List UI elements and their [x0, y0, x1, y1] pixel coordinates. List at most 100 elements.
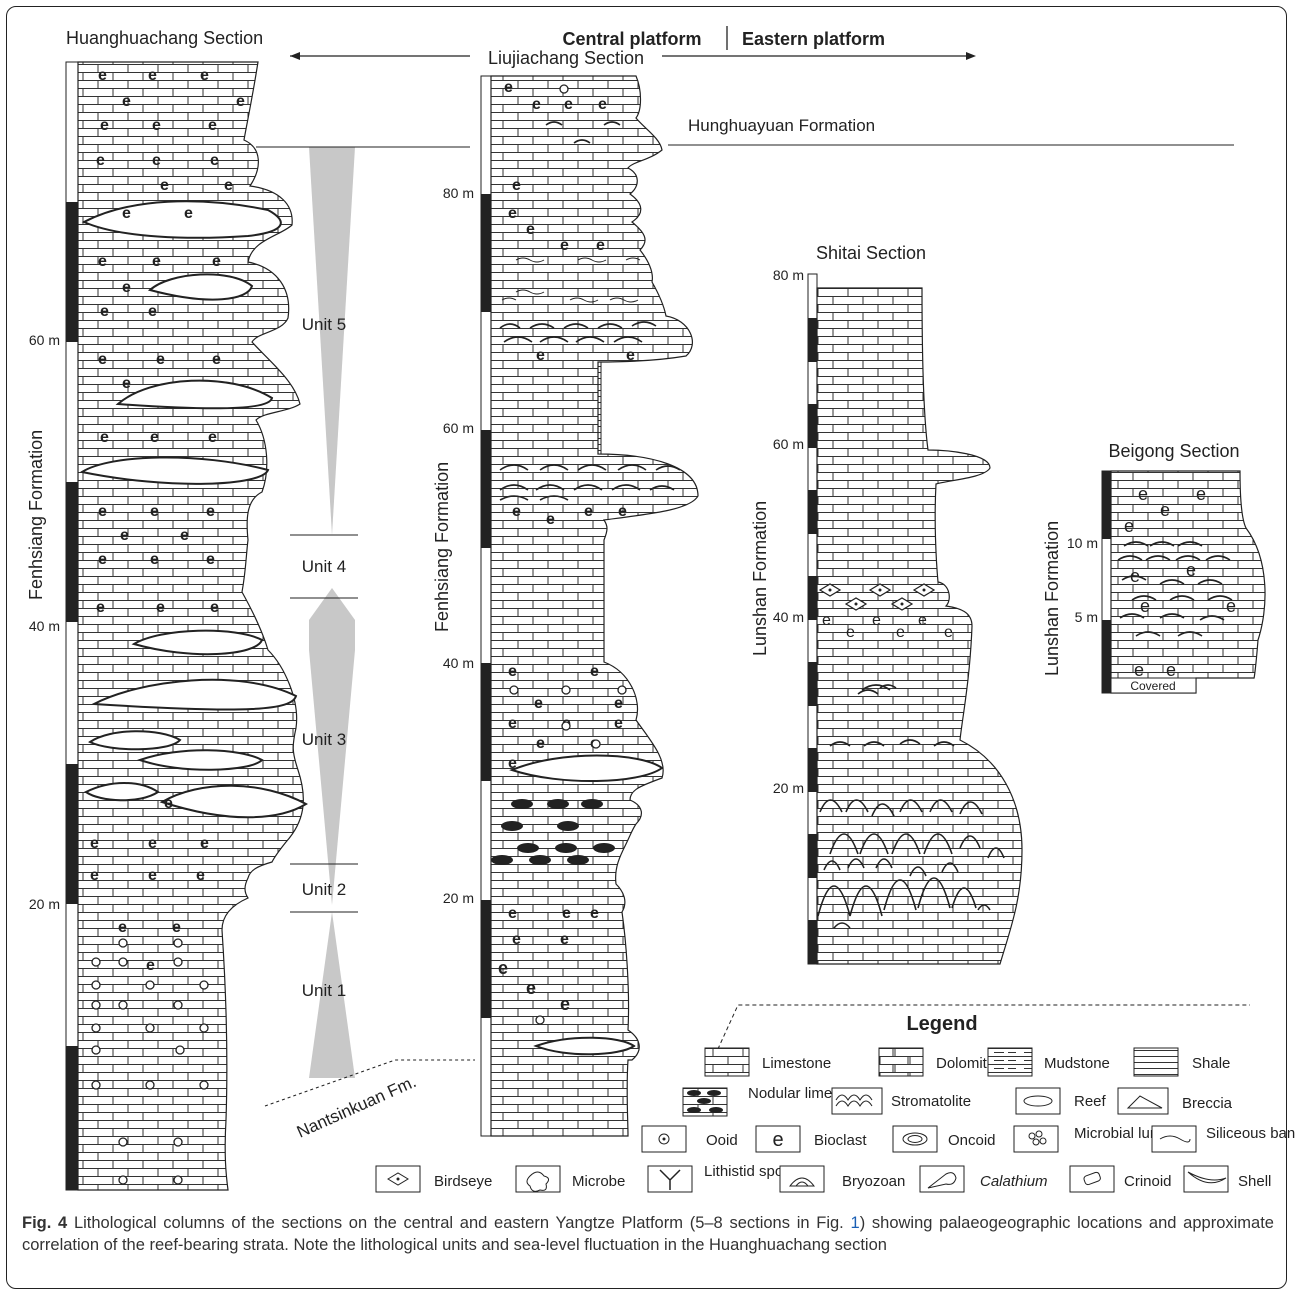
svg-text:Reef: Reef	[1074, 1093, 1107, 1110]
shitai-section: Shitai Section 80 m 60 m 40 m 20 m Lunsh…	[750, 243, 1023, 965]
figure-frame	[6, 6, 1287, 1289]
beigong-title: Beigong Section	[1108, 441, 1239, 461]
svg-text:e: e	[180, 527, 189, 544]
svg-text:Shell: Shell	[1238, 1173, 1271, 1190]
svg-text:e: e	[96, 599, 105, 616]
svg-text:e: e	[508, 755, 517, 772]
svg-text:e: e	[148, 67, 157, 84]
svg-text:e: e	[100, 429, 109, 446]
eastern-platform-label: Eastern platform	[742, 29, 885, 49]
svg-text:e: e	[150, 551, 159, 568]
svg-text:e: e	[536, 347, 545, 364]
shitai-formation: Lunshan Formation	[750, 501, 770, 656]
svg-text:e: e	[212, 253, 221, 270]
svg-text:e: e	[98, 503, 107, 520]
svg-text:e: e	[156, 599, 165, 616]
svg-text:e: e	[526, 978, 536, 998]
svg-text:e: e	[1160, 500, 1170, 520]
svg-text:e: e	[1134, 660, 1144, 680]
svg-text:e: e	[90, 835, 99, 852]
svg-text:e: e	[160, 177, 169, 194]
svg-text:e: e	[508, 905, 517, 922]
svg-text:e: e	[512, 503, 521, 520]
central-platform-label: Central platform	[562, 29, 701, 49]
svg-text:e: e	[208, 117, 217, 134]
svg-text:e: e	[560, 237, 569, 254]
svg-text:e: e	[614, 695, 623, 712]
limestone-swatch	[704, 1047, 750, 1077]
unit-4-label: Unit 4	[302, 557, 346, 576]
svg-text:40 m: 40 m	[443, 655, 474, 671]
svg-text:e: e	[184, 205, 193, 222]
siliceous-band-swatch	[1151, 1125, 1197, 1153]
svg-text:e: e	[98, 551, 107, 568]
legend-title: Legend	[906, 1013, 977, 1035]
svg-text:e: e	[152, 253, 161, 270]
svg-text:e: e	[532, 96, 541, 113]
svg-text:e: e	[90, 867, 99, 884]
liujiachang-formation: Fenhsiang Formation	[432, 462, 452, 632]
svg-text:Microbial lump: Microbial lump	[1074, 1125, 1171, 1142]
svg-text:e: e	[210, 599, 219, 616]
covered-label: Covered	[1130, 679, 1175, 693]
svg-text:e: e	[150, 429, 159, 446]
huanghuachang-formation: Fenhsiang Formation	[26, 430, 46, 600]
svg-text:e: e	[148, 867, 157, 884]
microbe-swatch	[515, 1165, 561, 1193]
svg-text:e: e	[918, 612, 927, 629]
svg-text:e: e	[172, 919, 181, 936]
svg-text:e: e	[100, 303, 109, 320]
huanghuachang-title: Huanghuachang Section	[66, 28, 263, 48]
svg-text:60 m: 60 m	[773, 436, 804, 452]
shale-swatch	[1133, 1047, 1179, 1077]
svg-text:80 m: 80 m	[443, 185, 474, 201]
unit-3-label: Unit 3	[302, 730, 346, 749]
svg-text:e: e	[224, 177, 233, 194]
svg-text:Bryozoan: Bryozoan	[842, 1173, 905, 1190]
svg-text:e: e	[508, 663, 517, 680]
svg-text:e: e	[822, 612, 831, 629]
svg-text:40 m: 40 m	[773, 609, 804, 625]
svg-text:e: e	[584, 503, 593, 520]
svg-text:e: e	[98, 253, 107, 270]
svg-text:e: e	[122, 375, 131, 392]
unit-2-label: Unit 2	[302, 880, 346, 899]
svg-text:e: e	[508, 205, 517, 222]
svg-text:e: e	[1124, 516, 1134, 536]
svg-text:Calathium: Calathium	[980, 1173, 1048, 1190]
svg-text:e: e	[150, 503, 159, 520]
svg-text:e: e	[564, 96, 573, 113]
svg-text:e: e	[206, 551, 215, 568]
svg-text:e: e	[1186, 560, 1196, 580]
svg-text:e: e	[96, 152, 105, 169]
svg-text:e: e	[1166, 660, 1176, 680]
svg-text:e: e	[562, 905, 571, 922]
svg-text:e: e	[508, 715, 517, 732]
svg-text:Birdseye: Birdseye	[434, 1173, 492, 1190]
beigong-section: Beigong Section 10 m 5 m Lunshan Formati…	[1042, 441, 1266, 694]
figure-caption: Fig. 4 Lithological columns of the secti…	[22, 1212, 1274, 1256]
svg-text:Dolomite: Dolomite	[936, 1055, 995, 1072]
caption-label: Fig. 4	[22, 1214, 68, 1232]
svg-text:e: e	[1196, 484, 1206, 504]
svg-text:e: e	[122, 279, 131, 296]
svg-text:e: e	[626, 347, 635, 364]
svg-text:e: e	[560, 931, 569, 948]
svg-text:e: e	[1138, 484, 1148, 504]
svg-text:e: e	[560, 994, 570, 1014]
caption-figure-link[interactable]: 1	[850, 1214, 860, 1232]
svg-text:e: e	[944, 624, 953, 641]
svg-text:20 m: 20 m	[443, 890, 474, 906]
svg-text:10 m: 10 m	[1067, 535, 1098, 551]
svg-text:e: e	[122, 93, 131, 110]
svg-text:20 m: 20 m	[773, 780, 804, 796]
svg-text:20 m: 20 m	[29, 896, 60, 912]
legend: Legend Limestone Dolomite Mudstone Shale…	[375, 1004, 1295, 1193]
svg-text:e: e	[1140, 596, 1150, 616]
svg-text:e: e	[148, 303, 157, 320]
svg-text:e: e	[152, 152, 161, 169]
svg-text:e: e	[206, 503, 215, 520]
svg-text:e: e	[846, 624, 855, 641]
microbial-lump-swatch	[1013, 1125, 1059, 1153]
oncoid-swatch	[892, 1125, 938, 1153]
